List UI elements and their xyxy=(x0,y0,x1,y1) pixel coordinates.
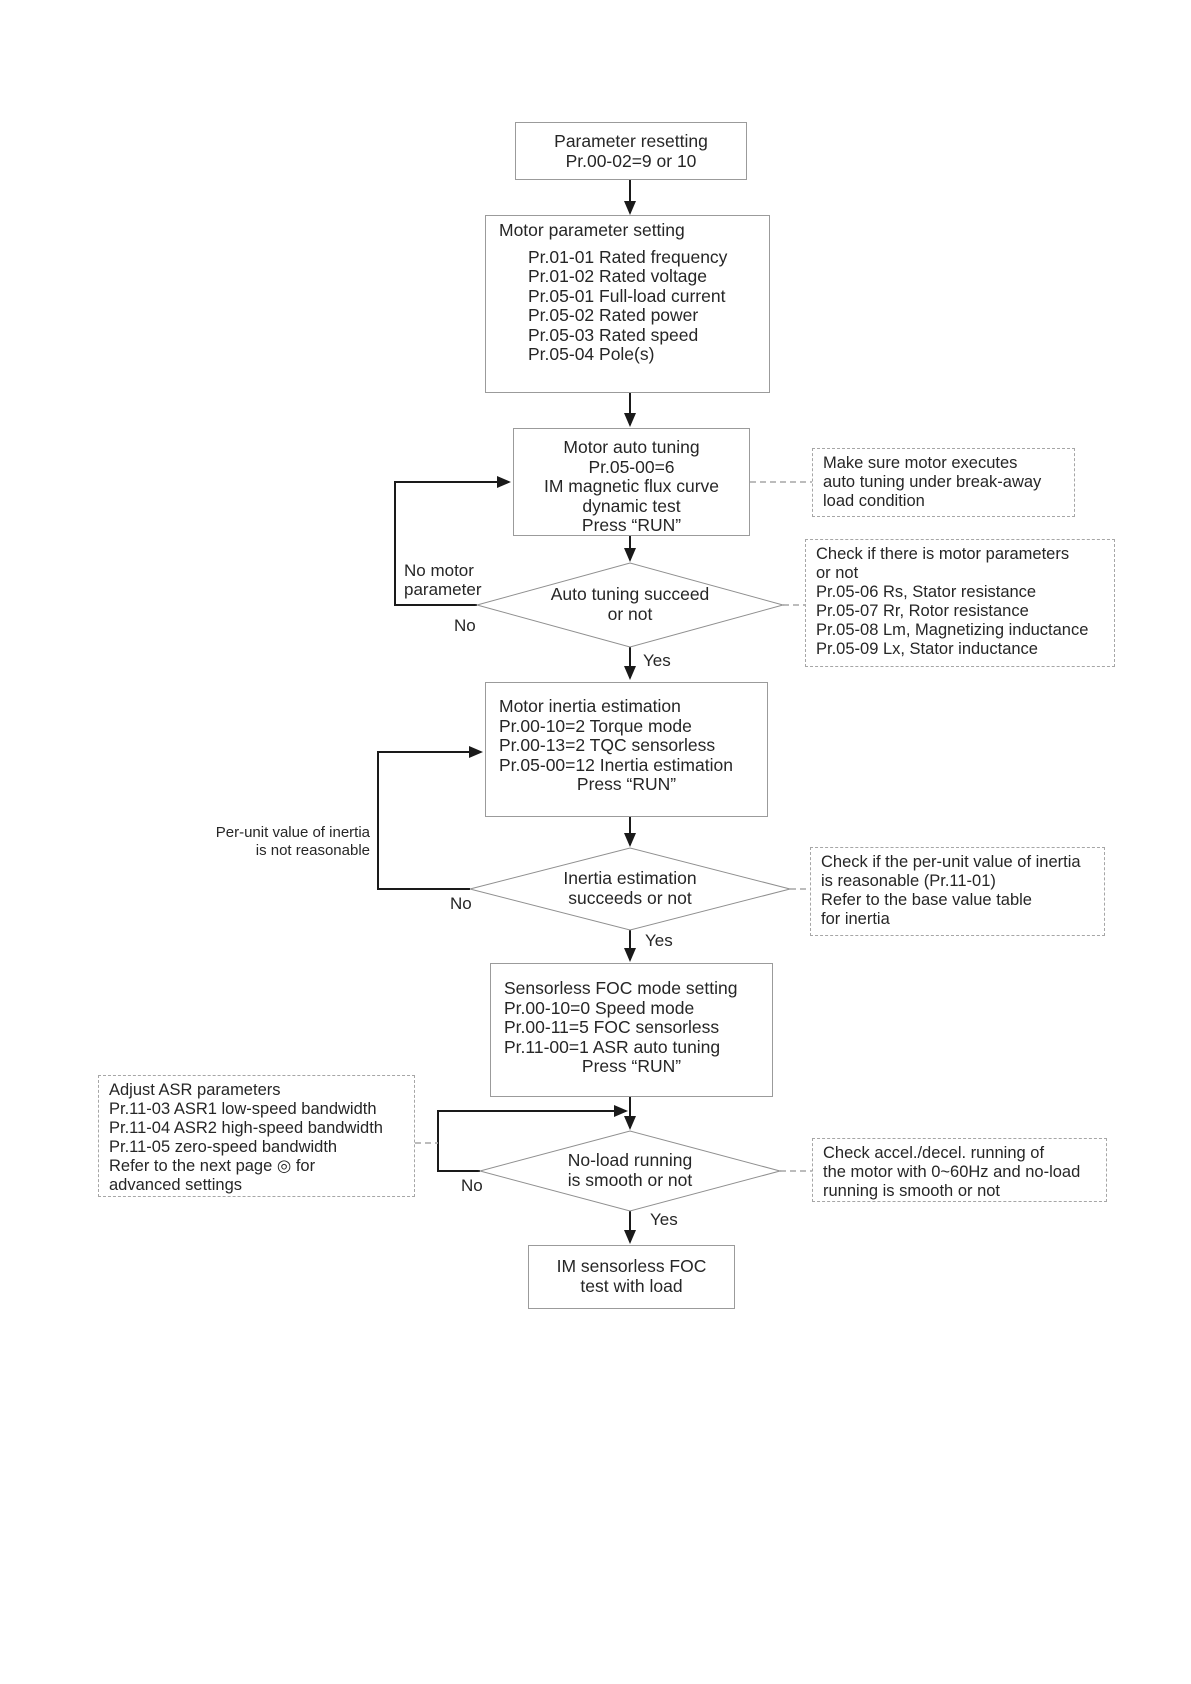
motor-parameter-item: Pr.05-02 Rated power xyxy=(528,305,699,325)
label-no-motor-line: No motor xyxy=(404,561,474,580)
feedback-inertia-not-reasonable xyxy=(377,746,483,890)
inertia-estimation-decision-line: Inertia estimation xyxy=(563,868,697,888)
motor-parameter-item: Pr.01-01 Rated frequency xyxy=(528,246,728,267)
motor-parameter-item: Pr.01-02 Rated voltage xyxy=(528,266,708,286)
motor-auto-tuning-line: Motor auto tuning xyxy=(563,437,700,457)
sensorless-foc-line: Pr.00-10=0 Speed mode xyxy=(504,997,695,1018)
note-line: Check if the per-unit value of inertia xyxy=(821,853,1081,871)
start-node-line: Pr.00-02=9 or 10 xyxy=(565,150,697,171)
motor-auto-tuning-line: dynamic test xyxy=(582,495,681,516)
sensorless-foc-line: Press “RUN” xyxy=(581,1056,682,1076)
note-line: Pr.11-03 ASR1 low-speed bandwidth xyxy=(109,1100,377,1118)
note-line: for inertia xyxy=(821,910,890,928)
note-line: the motor with 0~60Hz and no-load xyxy=(823,1163,1081,1181)
note-line: Refer to the base value table xyxy=(821,891,1032,909)
note-line: Pr.11-04 ASR2 high-speed bandwidth xyxy=(109,1119,383,1137)
no-load-decision-line: is smooth or not xyxy=(567,1169,693,1190)
inertia-estimation-decision-diamond xyxy=(469,847,791,931)
note-line: Pr.05-07 Rr, Rotor resistance xyxy=(816,602,1029,620)
start-node: Parameter resetting Pr.00-02=9 or 10 xyxy=(515,122,747,180)
note-line: Pr.05-06 Rs, Stator resistance xyxy=(816,583,1037,601)
note-line: Check if there is motor parameters xyxy=(816,545,1070,563)
motor-inertia-line: Pr.00-13=2 TQC sensorless xyxy=(499,735,716,755)
note-line: or not xyxy=(816,564,859,582)
label-yes-3: Yes xyxy=(650,1210,678,1229)
note-line: Make sure motor executes xyxy=(823,454,1018,472)
label-per-unit-line: Per-unit value of inertia xyxy=(215,824,370,841)
motor-inertia-line: Pr.00-10=2 Torque mode xyxy=(499,715,692,736)
im-sensorless-foc-test-node: IM sensorless FOC test with load xyxy=(528,1245,735,1309)
motor-inertia-estimation-node: Motor inertia estimation Pr.00-10=2 Torq… xyxy=(485,682,768,817)
auto-tuning-decision-line: Auto tuning succeed xyxy=(550,584,710,604)
label-no-2: No xyxy=(450,894,472,913)
note-break-away-load: Make sure motor executes auto tuning und… xyxy=(812,448,1075,517)
motor-auto-tuning-line: IM magnetic flux curve xyxy=(543,476,720,496)
label-no-1: No xyxy=(454,616,476,635)
label-per-unit-inertia: Per-unit value of inertia is not reasona… xyxy=(216,824,370,860)
label-no-motor-line: parameter xyxy=(404,580,482,599)
note-line: auto tuning under break-away xyxy=(823,473,1042,491)
motor-auto-tuning-line: Press “RUN” xyxy=(581,515,682,535)
motor-inertia-line: Motor inertia estimation xyxy=(499,696,681,716)
im-sensorless-foc-line: test with load xyxy=(580,1275,683,1296)
motor-parameter-setting-title: Motor parameter setting xyxy=(499,220,685,240)
auto-tuning-decision-diamond xyxy=(475,562,785,648)
motor-inertia-line: Press “RUN” xyxy=(576,774,677,794)
note-line: advanced settings xyxy=(109,1176,243,1194)
label-yes-1: Yes xyxy=(643,651,671,670)
note-accel-decel-check: Check accel./decel. running of the motor… xyxy=(812,1138,1107,1202)
note-motor-parameters-check: Check if there is motor parameters or no… xyxy=(805,539,1115,667)
note-adjust-asr-parameters: Adjust ASR parameters Pr.11-03 ASR1 low-… xyxy=(98,1075,415,1197)
motor-auto-tuning-line: Pr.05-00=6 xyxy=(588,456,675,477)
no-load-running-decision: No-load running is smooth or not xyxy=(505,1150,755,1190)
auto-tuning-decision-line: or not xyxy=(607,603,653,624)
label-no-motor-parameter: No motor parameter xyxy=(404,561,481,599)
feedback-no-motor-parameter xyxy=(394,476,511,606)
inertia-estimation-decision-line: succeeds or not xyxy=(568,887,692,908)
note-line: Check accel./decel. running of xyxy=(823,1144,1045,1162)
note-line: load condition xyxy=(823,492,925,510)
label-no-3: No xyxy=(461,1176,483,1195)
inertia-estimation-decision: Inertia estimation succeeds or not xyxy=(505,868,755,908)
note-line: running is smooth or not xyxy=(823,1182,1001,1200)
sensorless-foc-mode-node: Sensorless FOC mode setting Pr.00-10=0 S… xyxy=(490,963,773,1097)
start-node-line: Parameter resetting xyxy=(554,131,708,151)
sensorless-foc-line: Pr.11-00=1 ASR auto tuning xyxy=(504,1036,721,1057)
note-line: is reasonable (Pr.11-01) xyxy=(821,872,996,890)
motor-parameter-item: Pr.05-04 Pole(s) xyxy=(528,344,655,364)
note-line: Adjust ASR parameters xyxy=(109,1081,281,1099)
motor-inertia-line: Pr.05-00=12 Inertia estimation xyxy=(499,754,733,775)
no-load-decision-line: No-load running xyxy=(567,1150,693,1170)
motor-parameter-setting-node: Motor parameter setting Pr.01-01 Rated f… xyxy=(485,215,770,393)
note-line: Pr.05-09 Lx, Stator inductance xyxy=(816,640,1038,658)
note-line: Refer to the next page ◎ for xyxy=(109,1157,316,1175)
auto-tuning-decision: Auto tuning succeed or not xyxy=(505,584,755,624)
sensorless-foc-line: Sensorless FOC mode setting xyxy=(504,978,738,998)
motor-auto-tuning-node: Motor auto tuning Pr.05-00=6 IM magnetic… xyxy=(513,428,750,536)
note-inertia-value-check: Check if the per-unit value of inertia i… xyxy=(810,847,1105,936)
motor-parameter-item: Pr.05-03 Rated speed xyxy=(528,324,699,345)
sensorless-foc-line: Pr.00-11=5 FOC sensorless xyxy=(504,1017,720,1037)
feedback-no-load-not-smooth xyxy=(437,1105,628,1172)
note-line: Pr.11-05 zero-speed bandwidth xyxy=(109,1138,338,1156)
note-line: Pr.05-08 Lm, Magnetizing inductance xyxy=(816,621,1089,639)
no-load-decision-diamond xyxy=(478,1130,782,1212)
im-sensorless-foc-line: IM sensorless FOC xyxy=(556,1256,707,1276)
label-yes-2: Yes xyxy=(645,931,673,950)
label-per-unit-line: is not reasonable xyxy=(255,842,370,859)
motor-parameter-item: Pr.05-01 Full-load current xyxy=(528,285,726,306)
